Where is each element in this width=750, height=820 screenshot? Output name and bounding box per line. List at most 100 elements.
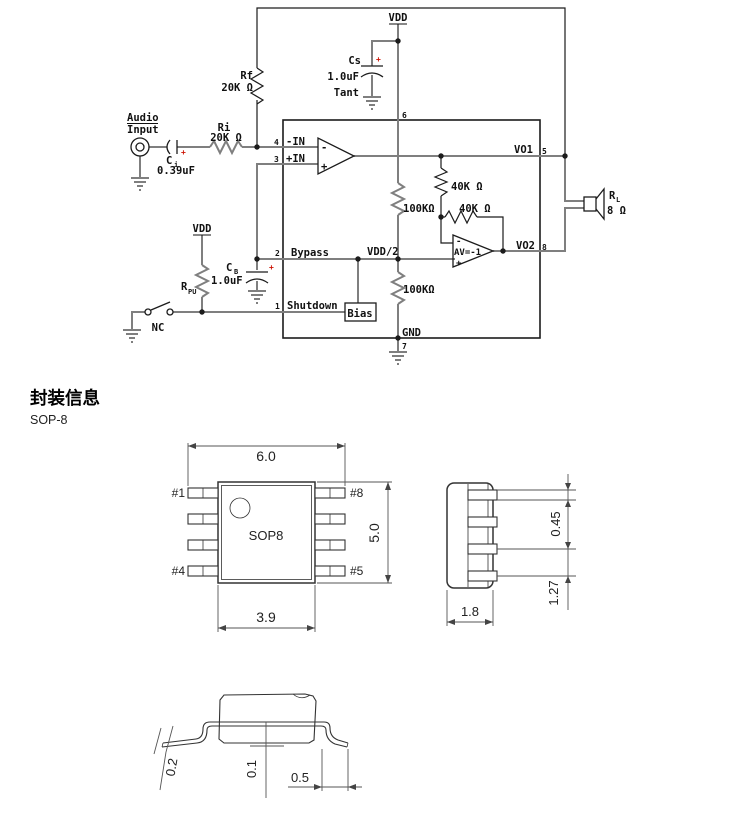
resistors: [193, 67, 478, 305]
audio-label-line1: Audio: [127, 112, 159, 124]
lead-left-tip: [161, 742, 164, 748]
pin7-label: GND: [402, 327, 421, 339]
resistor-40k-horz: [444, 209, 478, 225]
dim-foot-label: 0.5: [291, 770, 309, 785]
front-body-outline: [218, 693, 317, 744]
r100k-upper-label: 100KΩ: [403, 203, 435, 215]
nc-label: NC: [152, 322, 165, 334]
cs-type: Tant: [334, 87, 359, 99]
pin5-label: VO1: [514, 144, 533, 156]
lead-right-tip: [346, 742, 349, 748]
resistor-ri: [209, 138, 243, 156]
resistor-rpu: [193, 264, 211, 298]
dim-height-label: 5.0: [366, 523, 382, 543]
front-body-notch-arc: [292, 693, 311, 699]
opamp1-triangle: [317, 136, 356, 176]
dim-lead-width-label: 0.45: [548, 511, 563, 536]
ground-nc: [123, 329, 141, 343]
dim-depth-label: 1.8: [461, 604, 479, 619]
lead-top-outline: [162, 721, 349, 744]
cb-name-sub: B: [234, 268, 238, 276]
speaker-symbol: [583, 187, 605, 221]
resistor-100k-upper: [389, 182, 407, 216]
opamp2-plus: +: [456, 259, 462, 269]
cs-name: Cs: [348, 55, 361, 67]
dim-lead-thk-0-2: 0.2: [153, 725, 181, 791]
opamp1-minus: -: [321, 142, 327, 154]
rpu-name-sub: PU: [188, 288, 196, 296]
cs-value: 1.0uF: [327, 71, 359, 83]
jack-outer-ring: [130, 137, 150, 157]
pin4-label: -IN: [286, 136, 305, 148]
cb-plus-mark: +: [269, 263, 274, 272]
ci-name: C: [166, 155, 172, 167]
switch-terminal-right: [166, 308, 174, 316]
pin1-marker-dot: [229, 497, 251, 519]
dim-depth-1-8: 1.8: [446, 590, 494, 626]
audio-input-jack: [130, 137, 150, 157]
pin8-callout: #8: [350, 486, 364, 500]
junction-dots: [199, 38, 568, 341]
wire-vo2-to-speaker: [493, 207, 584, 252]
opamp2-gain-label: AV=-1: [454, 248, 481, 258]
pin1-number: 1: [275, 302, 280, 311]
ci-plus-mark: +: [181, 148, 186, 157]
pin7-number: 7: [402, 342, 407, 351]
dim-pitch-label: 1.27: [546, 580, 561, 605]
pin1-label: Shutdown: [287, 300, 338, 312]
pin2-label: Bypass: [291, 247, 329, 259]
pin8-label: VO2: [516, 240, 535, 252]
package-body-outline: [217, 481, 316, 584]
ci-name-sub: i: [174, 161, 178, 169]
cb-value: 1.0uF: [211, 275, 243, 287]
resistor-40k-vert: [433, 167, 449, 197]
ground-cb: [248, 290, 266, 304]
dim-lead-width-0-45: 0.45: [497, 474, 576, 610]
vdd-top-label: VDD: [389, 12, 408, 24]
speaker-body: [583, 196, 597, 212]
opamp1-plus: +: [321, 161, 327, 173]
bias-block: [344, 302, 377, 322]
package-type-subtitle: SOP-8: [30, 413, 68, 427]
lead-bottom-outline: [161, 725, 348, 748]
dim-standoff-label: 0.1: [244, 760, 259, 778]
vdd-pullup-label: VDD: [193, 223, 212, 235]
package-top-view: SOP8 #1 #4 #8 #5 6.0 5.0: [172, 443, 392, 632]
vdd2-label: VDD/2: [367, 246, 399, 258]
ri-name: Ri: [218, 122, 231, 134]
dim-standoff-0-1: 0.1: [244, 722, 284, 798]
pin2-number: 2: [275, 249, 280, 258]
speaker-horn: [595, 187, 605, 221]
pin1-callout: #1: [172, 486, 186, 500]
circuit-wires: [131, 24, 584, 352]
pin3-number: 3: [274, 155, 279, 164]
r100k-lower-label: 100KΩ: [403, 284, 435, 296]
dim-width-6-0: 6.0: [187, 443, 346, 486]
pin4-number: 4: [274, 138, 279, 147]
dim-lead-thk-label: 0.2: [163, 757, 181, 777]
rl-name: R: [609, 190, 616, 202]
ground-cs: [363, 96, 381, 110]
wire-switch-to-ground: [131, 311, 145, 330]
package-pins-right: [314, 487, 346, 577]
cap-ci-curved-plate: [166, 139, 171, 155]
shutdown-switch: [144, 301, 174, 316]
package-pins-left: [187, 487, 219, 577]
wire-vo1-to-speaker: [564, 156, 584, 202]
ground-jack: [131, 177, 149, 191]
package-chip-label: SOP8: [249, 528, 284, 543]
audio-label-line2: Input: [127, 124, 159, 136]
cb-name: C: [226, 262, 232, 274]
opamp2-triangle: [452, 234, 495, 268]
dim-width-label: 6.0: [256, 448, 276, 464]
rl-name-sub: L: [616, 196, 620, 204]
r40k-vert-label: 40K Ω: [451, 181, 483, 193]
opamp2-minus: -: [456, 237, 461, 247]
package-front-view: 0.2 0.1 0.5: [153, 693, 362, 798]
dim-height-5-0: 5.0: [317, 481, 392, 584]
side-body-outline: [446, 482, 494, 589]
r40k-horz-label: 40K Ω: [459, 203, 491, 215]
rl-value: 8 Ω: [607, 205, 626, 217]
